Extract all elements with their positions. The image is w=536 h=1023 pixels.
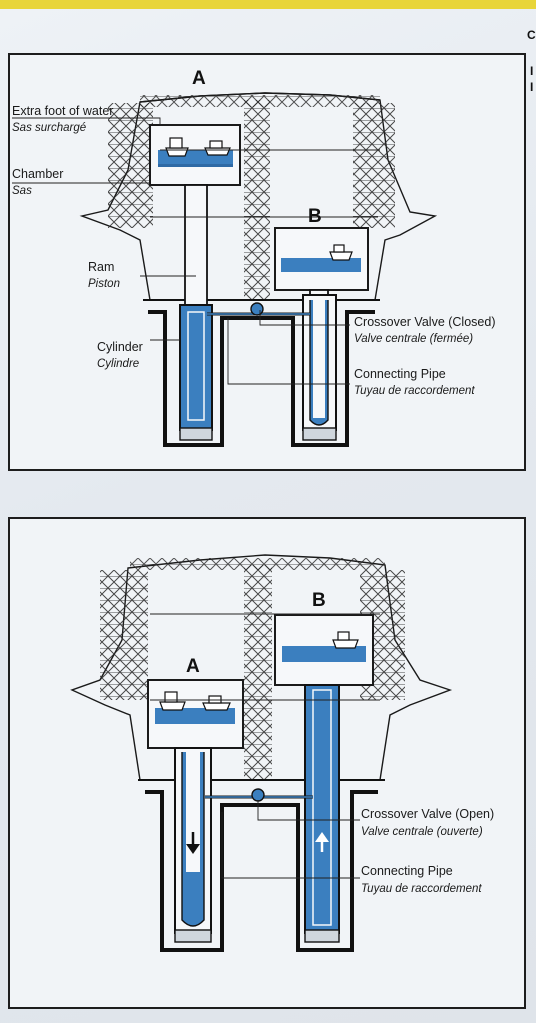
extra-foot-label: Extra foot of water — [12, 104, 114, 118]
left-truss — [100, 570, 148, 700]
chamber-label: Chamber — [12, 167, 64, 181]
pit-wall — [148, 310, 375, 447]
boat-icon — [202, 702, 231, 711]
caisson-a-label: A — [186, 656, 200, 677]
caisson-b-label: B — [308, 206, 322, 227]
left-truss — [108, 103, 153, 228]
valve-label: Crossover Valve (Closed) — [354, 315, 496, 329]
valve-label-fr: Valve centrale (ouverte) — [361, 826, 483, 838]
pipe-label: Connecting Pipe — [354, 367, 446, 381]
ram-label: Ram — [88, 260, 115, 274]
crossover-valve — [251, 788, 265, 802]
arrow-up-icon — [315, 832, 329, 842]
pipe-label-fr: Tuyau de raccordement — [361, 883, 482, 895]
yellow-border-strip — [0, 0, 536, 9]
valve-label-fr: Valve centrale (fermée) — [354, 333, 474, 345]
cylinder-label-fr: Cylindre — [97, 358, 140, 370]
top-truss — [130, 558, 385, 570]
water-chamber-a — [155, 708, 235, 724]
extra-foot-label-fr: Sas surchargé — [12, 122, 87, 134]
edge-mark: I — [530, 80, 534, 94]
valve-label: Crossover Valve (Open) — [361, 807, 495, 821]
water-chamber-b — [282, 646, 366, 662]
pit-wall — [145, 790, 378, 952]
edge-mark: C — [527, 28, 536, 42]
ram-label-fr: Piston — [88, 278, 120, 290]
boat-icon — [332, 639, 359, 649]
pipe-label: Connecting Pipe — [361, 864, 453, 878]
pipe-label-fr: Tuyau de raccordement — [354, 385, 475, 397]
edge-mark: I — [530, 64, 534, 78]
caisson-a-label: A — [192, 68, 206, 89]
leader-lines — [12, 117, 380, 385]
leader-lines — [150, 613, 380, 879]
chamber-label-fr: Sas — [12, 185, 32, 197]
arrow-down-icon — [186, 844, 200, 854]
center-truss — [244, 100, 270, 300]
right-truss — [353, 103, 395, 228]
cylinder-label: Cylinder — [97, 340, 143, 354]
water-chamber-b — [281, 258, 361, 272]
top-truss — [140, 95, 380, 107]
boat-icon — [159, 701, 186, 711]
boat-icon — [329, 251, 353, 261]
caisson-b-label: B — [312, 590, 326, 611]
center-truss — [244, 565, 272, 780]
